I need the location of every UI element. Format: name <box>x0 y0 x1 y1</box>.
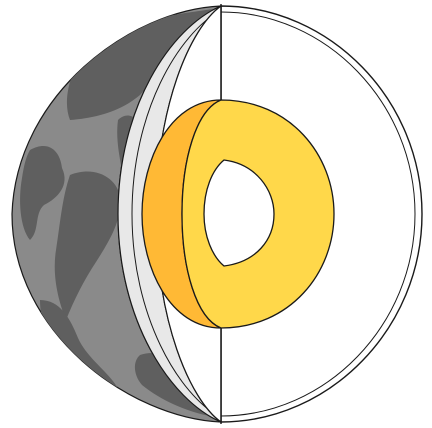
earth-cutaway-diagram <box>0 0 432 428</box>
earth-cutaway-svg <box>0 0 432 428</box>
